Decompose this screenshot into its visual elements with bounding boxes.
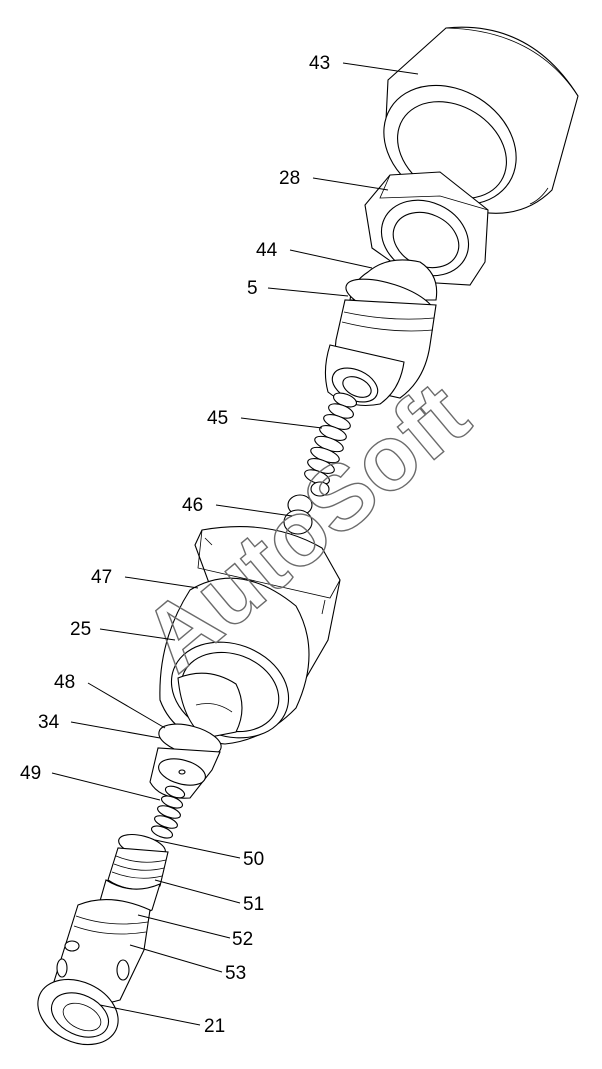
part-21-nozzle	[37, 978, 119, 1046]
part-49-spring	[150, 785, 186, 839]
callout-46: 46	[182, 495, 203, 516]
callout-45: 45	[207, 408, 228, 429]
leader-45	[240, 417, 323, 429]
callout-21: 21	[204, 1016, 225, 1037]
callout-49: 49	[20, 763, 41, 784]
part-5-body	[324, 278, 437, 407]
part-28-hex-nut	[364, 171, 489, 286]
part-53-holes	[56, 940, 130, 981]
leader-46	[215, 504, 293, 517]
leader-34	[70, 721, 161, 739]
part-34-piston	[149, 747, 221, 799]
callout-5: 5	[247, 278, 258, 299]
part-46-ball	[281, 494, 313, 561]
leader-21	[99, 1004, 201, 1026]
leader-28	[312, 177, 389, 191]
leader-lines	[51, 62, 419, 1026]
callout-52: 52	[232, 929, 253, 950]
callout-labels: 43 28 44 5 45 46 47 25 48 34 49 50 51 52…	[20, 53, 330, 1037]
leader-44	[289, 249, 373, 269]
callout-53: 53	[225, 963, 246, 984]
part-25-body	[159, 577, 310, 745]
leader-50	[154, 839, 241, 859]
leader-51	[154, 879, 241, 904]
callout-48: 48	[54, 672, 75, 693]
leader-5	[267, 287, 349, 297]
part-50-insert	[107, 833, 169, 890]
callout-47: 47	[91, 567, 112, 588]
callout-43: 43	[309, 53, 330, 74]
callout-28: 28	[279, 168, 300, 189]
callout-51: 51	[243, 894, 264, 915]
callout-44: 44	[256, 240, 278, 261]
leader-52	[137, 914, 231, 939]
leader-49	[51, 772, 161, 801]
leader-48	[87, 682, 166, 729]
callout-50: 50	[243, 849, 264, 870]
leader-25	[99, 628, 176, 641]
callout-34: 34	[38, 712, 60, 733]
leader-43	[342, 62, 419, 75]
callout-25: 25	[70, 619, 91, 640]
leader-47	[124, 576, 199, 589]
part-45-spring	[304, 392, 358, 497]
leader-53	[129, 944, 223, 973]
